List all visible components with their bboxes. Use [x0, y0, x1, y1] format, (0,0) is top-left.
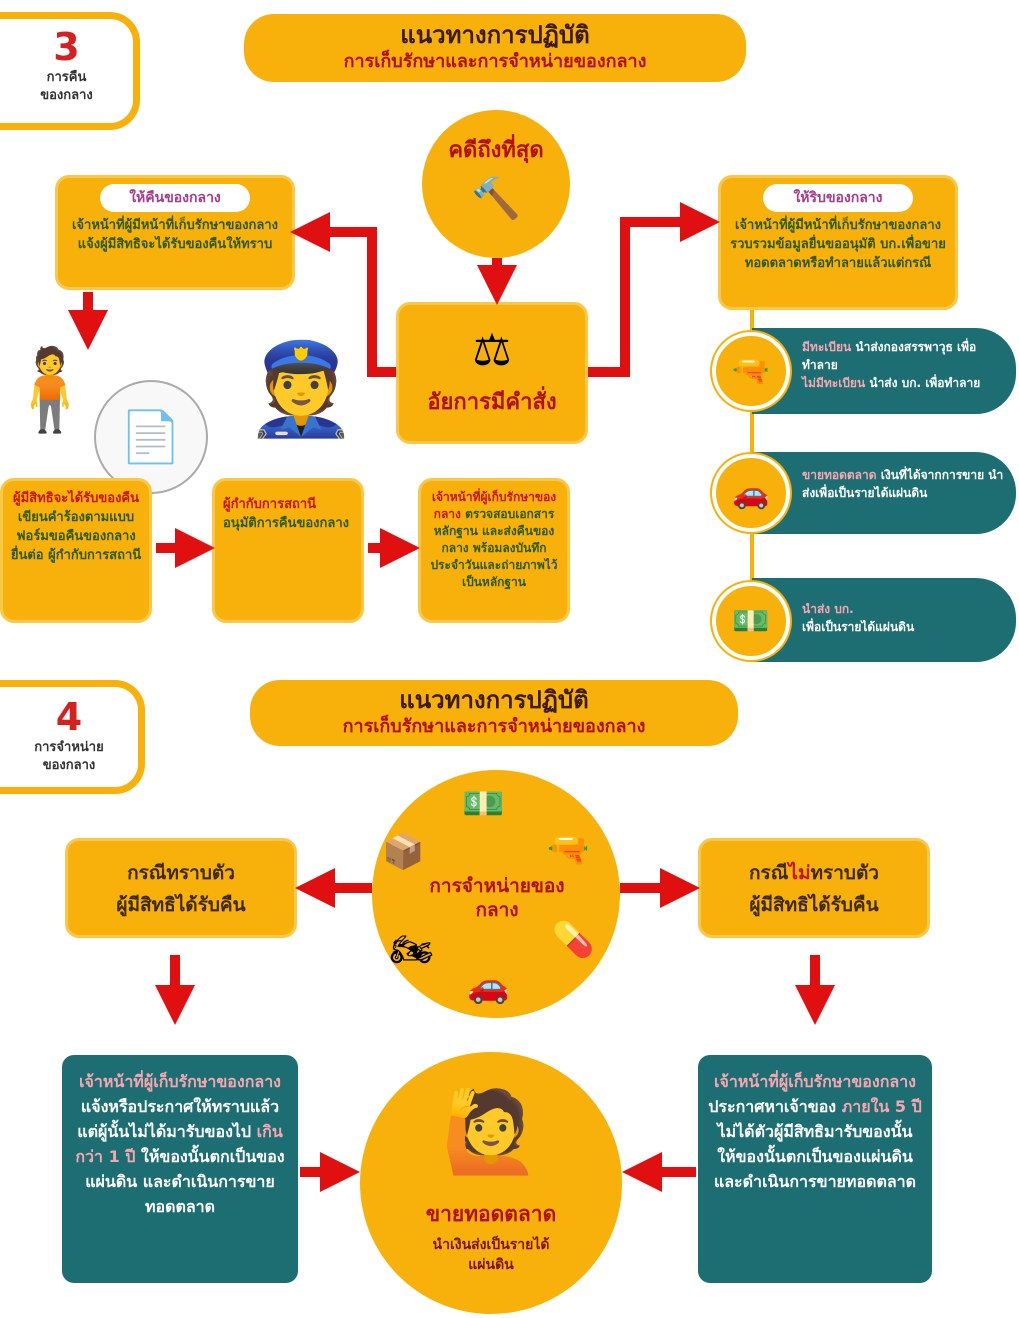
unknown-line2: ผู้มีสิทธิได้รับคืน	[749, 894, 879, 916]
known-line1: กรณีทราบตัว	[127, 862, 235, 884]
header-subtitle: การเก็บรักษาและการจำหน่ายของกลาง	[342, 716, 646, 737]
auction-subtitle: นำเงินส่งเป็นรายได้แผ่นดิน	[432, 1237, 550, 1273]
money-item: นำส่ง บก. เพื่อเป็นรายได้แผ่นดิน	[752, 578, 1016, 662]
police-officer-icon: 👮	[245, 337, 358, 442]
vehicle-icon: 🚗	[712, 454, 790, 532]
section3-badge: 3 การคืน ของกลาง	[0, 12, 140, 130]
prosecutor-label: อัยการมีคำสั่ง	[427, 390, 557, 415]
step1-text: เขียนคำร้องตามแบบฟอร์มขอคืนของกลาง ยื่นต…	[10, 510, 142, 563]
badge-line2: ของกลาง	[42, 758, 96, 773]
section4-badge: 4 การจำหน่าย ของกลาง	[0, 680, 145, 794]
money-icon: 💵	[712, 582, 790, 660]
unknown-detail-hl1: เจ้าหน้าที่ผู้เก็บรักษาของกลาง	[714, 1072, 916, 1091]
auction-title: ขายทอดตลาด	[425, 1202, 557, 1226]
gun-icon: 🔫	[712, 332, 790, 410]
return-text: เจ้าหน้าที่ผู้มีหน้าที่เก็บรักษาของกลางแ…	[71, 218, 278, 252]
step2-box: ผู้กำกับการสถานี อนุมัติการคืนของกลาง	[212, 478, 364, 623]
money-text: เพื่อเป็นรายได้แผ่นดิน	[802, 620, 915, 634]
known-line2: ผู้มีสิทธิได้รับคืน	[116, 894, 246, 916]
badge-line1: การคืน	[46, 70, 87, 85]
return-box: ให้คืนของกลาง เจ้าหน้าที่ผู้มีหน้าที่เก็…	[55, 175, 295, 290]
step3-box: เจ้าหน้าที่ผู้เก็บรักษาของกลาง ตรวจสอบเอ…	[418, 478, 570, 623]
step1-highlight: ผู้มีสิทธิจะได้รับของคืน	[12, 491, 140, 506]
unknown-post: ทราบตัว	[810, 862, 879, 884]
badge-line1: การจำหน่าย	[34, 740, 104, 755]
step1-box: ผู้มีสิทธิจะได้รับของคืน เขียนคำร้องตามแ…	[0, 478, 152, 623]
header-title: แนวทางการปฏิบัติ	[399, 686, 589, 714]
unknown-owner-box: กรณีไม่ทราบตัว ผู้มีสิทธิได้รับคืน	[698, 838, 930, 938]
unknown-highlight: ไม่	[788, 862, 811, 884]
pills-icon: 💊	[552, 920, 595, 960]
vehicles-item: ขายทอดตลาด เงินที่ได้จากการขาย นำส่งเพื่…	[752, 452, 1016, 534]
disposal-label: การจำหน่ายของกลาง	[429, 875, 565, 921]
known-owner-box: กรณีทราบตัว ผู้มีสิทธิได้รับคืน	[65, 838, 297, 938]
step3-highlight: เจ้าหน้าที่ผู้เก็บรักษาของกลาง	[431, 490, 557, 521]
boxes-icon: 📦	[382, 832, 425, 872]
header-title: แนวทางการปฏิบัติ	[400, 21, 590, 49]
known-detail-t2: ให้ของนั้นตกเป็นของแผ่นดิน และดำเนินการข…	[85, 1147, 285, 1216]
gun-icon: 🔫	[547, 830, 590, 870]
weapons-registered: มีทะเบียน	[802, 340, 852, 354]
badge-number: 4	[55, 695, 83, 739]
person-icon: 🧍	[0, 343, 100, 436]
document-form-icon: 📄	[94, 380, 208, 494]
motorcycle-icon: 🏍	[390, 930, 434, 970]
weapons-unregistered-text: นำส่ง บก. เพื่อทำลาย	[869, 376, 981, 390]
known-detail-hl2: เกินกว่า 1 ปี	[75, 1122, 283, 1166]
final-case-label: คดีถึงที่สุด	[448, 138, 544, 163]
car-icon: 🚗	[467, 966, 510, 1006]
money-key: นำส่ง บก.	[802, 602, 854, 616]
prosecutor-box: ⚖ อัยการมีคำสั่ง	[396, 302, 588, 444]
auction-circle: 🙋 ขายทอดตลาด นำเงินส่งเป็นรายได้แผ่นดิน	[360, 1052, 622, 1314]
badge-number: 3	[53, 25, 80, 69]
known-detail-box: เจ้าหน้าที่ผู้เก็บรักษาของกลาง แจ้งหรือป…	[62, 1055, 298, 1283]
known-detail-t1: แจ้งหรือประกาศให้ทราบแล้ว แต่ผู้นั้นไม่ไ…	[77, 1097, 280, 1141]
vehicles-key: ขายทอดตลาด	[802, 468, 877, 482]
weapons-item: มีทะเบียน นำส่งกองสรรพาวุธ เพื่อทำลาย ไม…	[752, 328, 1016, 414]
disposal-circle: 💵 📦 🔫 การจำหน่ายของกลาง 🏍 💊 🚗	[372, 770, 620, 1018]
scales-justice-icon: ⚖	[472, 325, 512, 376]
step2-text: อนุมัติการคืนของกลาง	[223, 516, 349, 531]
unknown-detail-t2: ไม่ได้ตัวผู้มีสิทธิมารับของนั้น ให้ของนั…	[713, 1122, 917, 1191]
banknote-icon: 💵	[462, 784, 505, 824]
step3-text: ตรวจสอบเอกสารหลักฐาน และส่งคืนของกลาง พร…	[430, 507, 558, 589]
unknown-detail-box: เจ้าหน้าที่ผู้เก็บรักษาของกลาง ประกาศหาเ…	[698, 1055, 932, 1283]
arrow-right-icon	[588, 202, 720, 377]
confiscate-box: ให้ริบของกลาง เจ้าหน้าที่ผู้มีหน้าที่เก็…	[718, 175, 958, 310]
gavel-icon: 🔨	[471, 176, 521, 222]
unknown-pre: กรณี	[749, 862, 789, 884]
weapons-unregistered: ไม่มีทะเบียน	[802, 376, 866, 390]
return-pill: ให้คืนของกลาง	[100, 184, 250, 212]
section3-header: แนวทางการปฏิบัติ การเก็บรักษาและการจำหน่…	[244, 14, 746, 82]
final-case-circle: คดีถึงที่สุด 🔨	[422, 110, 570, 258]
badge-line2: ของกลาง	[40, 88, 93, 103]
auctioneer-icon: 🙋	[441, 1085, 541, 1178]
section4-header: แนวทางการปฏิบัติ การเก็บรักษาและการจำหน่…	[250, 680, 738, 746]
header-subtitle: การเก็บรักษาและการจำหน่ายของกลาง	[343, 51, 647, 72]
unknown-detail-t1: ประกาศหาเจ้าของ	[708, 1097, 842, 1116]
confiscate-pill: ให้ริบของกลาง	[763, 184, 913, 212]
unknown-detail-hl2: ภายใน 5 ปี	[841, 1097, 922, 1116]
confiscate-text: เจ้าหน้าที่ผู้มีหน้าที่เก็บรักษาของกลางร…	[730, 218, 946, 271]
step2-highlight: ผู้กำกับการสถานี	[223, 497, 317, 512]
known-detail-hl1: เจ้าหน้าที่ผู้เก็บรักษาของกลาง	[79, 1072, 281, 1091]
vehicles-text: เงินที่ได้จากการขาย นำส่งเพื่อเป็นรายได้…	[802, 468, 1004, 500]
weapons-registered-text: นำส่งกองสรรพาวุธ เพื่อทำลาย	[802, 340, 977, 372]
